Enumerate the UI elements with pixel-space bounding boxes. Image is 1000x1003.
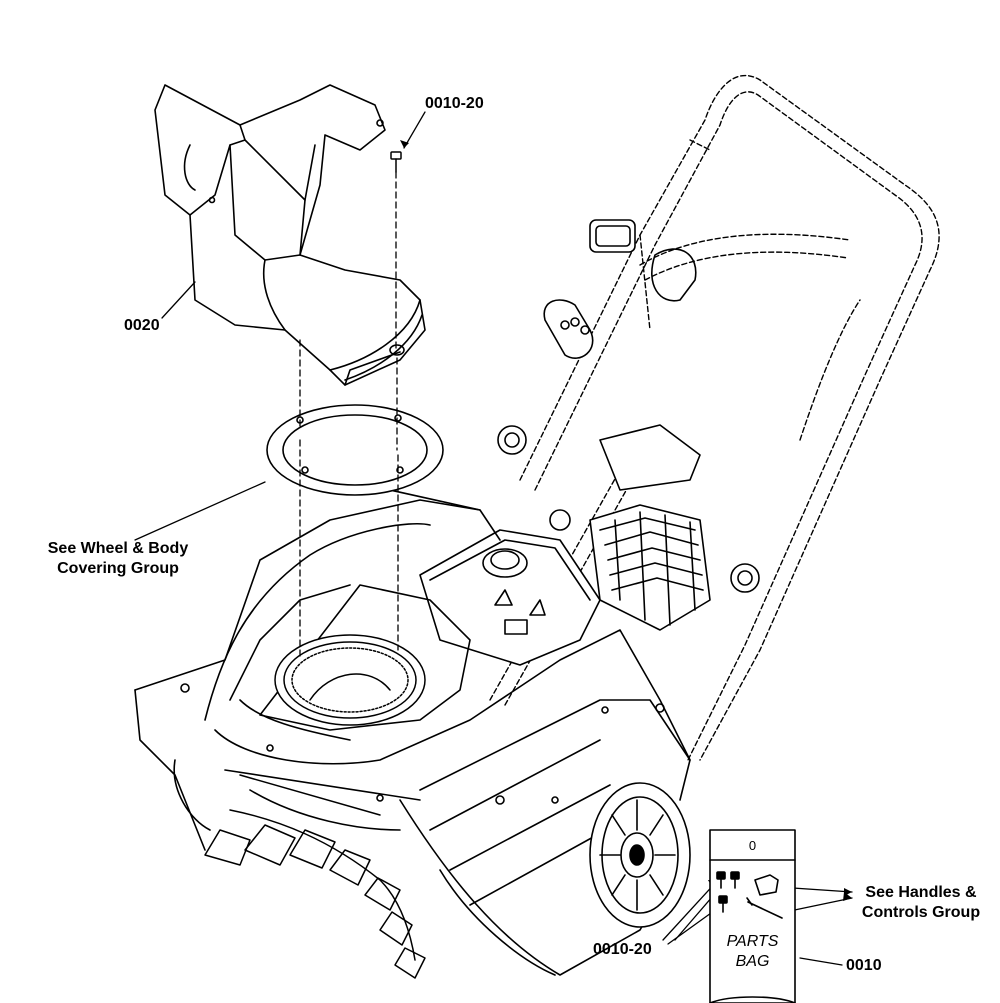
callout-fastener-top: 0010-20 (425, 95, 484, 112)
callout-fastener-bottom: 0010-20 (593, 941, 652, 958)
handle-grips (497, 219, 760, 593)
wheel (589, 782, 691, 928)
callout-wheel-body-line1: See Wheel & Body (47, 540, 189, 557)
parts-bag-label: PARTS BAG (710, 932, 795, 972)
callout-chute: 0020 (124, 317, 160, 334)
auger (204, 774, 426, 979)
callout-handles-controls: See Handles & Controls Group (856, 883, 986, 923)
bolt-icon (746, 897, 783, 919)
parts-bag-label-line2: BAG (735, 953, 770, 970)
parts-bag-label-line1: PARTS (726, 933, 779, 950)
callout-wheel-body-line2: Covering Group (57, 560, 179, 577)
parts-bag (709, 829, 796, 1003)
callout-parts-bag-id: 0010 (846, 957, 882, 974)
engine (419, 424, 711, 666)
handle-assembly (489, 74, 940, 761)
discharge-chute (154, 84, 426, 386)
callout-handles-line2: Controls Group (861, 904, 981, 921)
knob-icon (754, 874, 779, 896)
alignment-lines (299, 171, 399, 661)
callout-handles-line1: See Handles & (865, 884, 977, 901)
housing-body (134, 469, 691, 976)
screw-top (390, 151, 402, 173)
chute-opening (274, 634, 426, 726)
chute-ring (266, 404, 444, 496)
callout-wheel-body: See Wheel & Body Covering Group (38, 539, 198, 579)
parts-bag-hole-mark: 0 (748, 838, 757, 853)
